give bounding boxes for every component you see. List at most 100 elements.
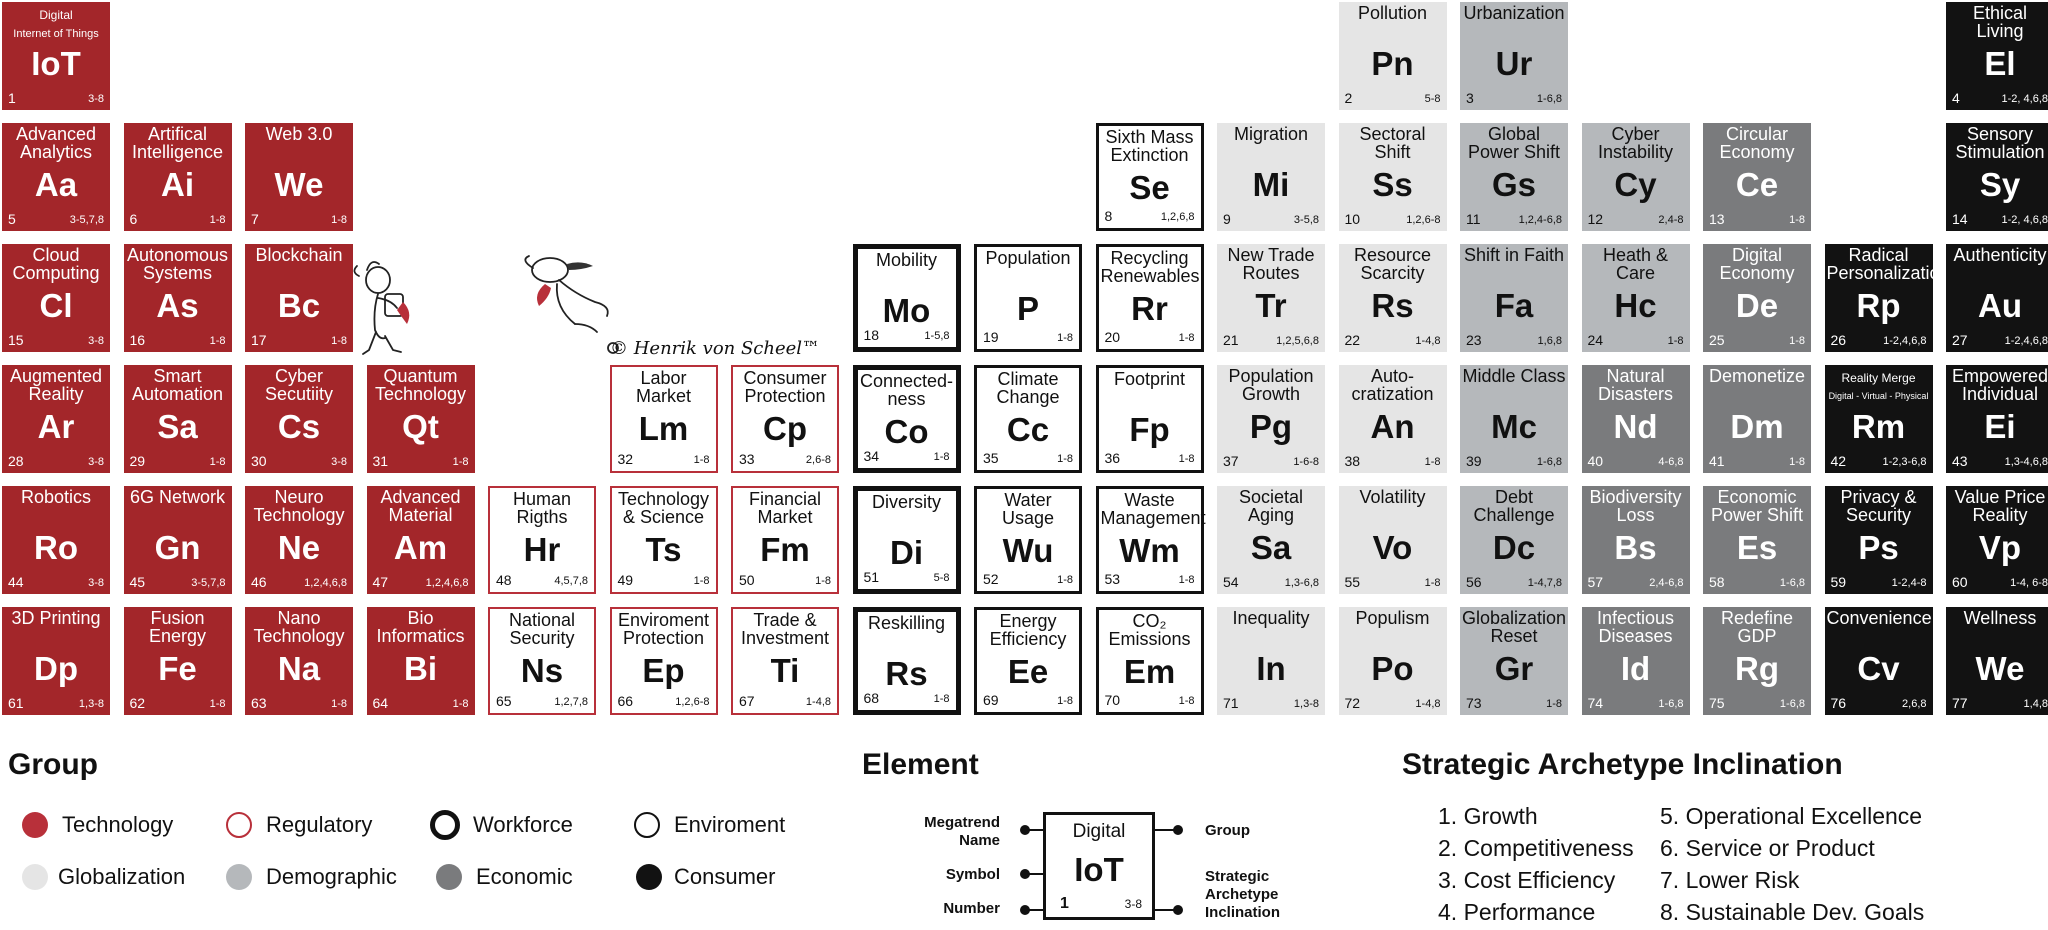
element-archetype-inclination: 1-8 <box>1178 332 1195 344</box>
element-number: 35 <box>983 450 999 466</box>
regulatory-swatch <box>226 812 252 838</box>
element-key-sample: Digital IoT 1 3-8 <box>1043 812 1155 920</box>
element-symbol: Ti <box>770 652 800 689</box>
element-archetype-inclination: 4-6,8 <box>1658 456 1684 468</box>
element-symbol: Ns <box>520 652 564 689</box>
element-symbol: Ps <box>1858 529 1899 566</box>
element-archetype-inclination: 3-8 <box>88 93 104 105</box>
element-archetype-inclination: 1-8 <box>1057 332 1073 344</box>
element-archetype-inclination: 1-6,8 <box>1536 456 1562 468</box>
element-name: Advanced Analytics <box>15 124 97 162</box>
element-archetype-inclination: 1-4,8 <box>1415 698 1441 710</box>
element-name: 6G Network <box>129 487 226 507</box>
element-name: Web 3.0 <box>265 124 333 144</box>
element-legend-title: Element <box>862 748 979 781</box>
element-name: Radical Personalization <box>1826 245 1950 283</box>
element-number: 61 <box>8 695 24 711</box>
element-archetype-inclination: 1-2,3-6,8 <box>1882 456 1927 468</box>
element-archetype-inclination: 1-6,8 <box>1658 698 1684 710</box>
element-symbol: Ss <box>1372 166 1413 203</box>
element-archetype-inclination: 1-4, 6-8 <box>2010 577 2048 589</box>
element-number: 18 <box>863 327 880 343</box>
element-number: 12 <box>1587 211 1604 227</box>
element-symbol: As <box>156 287 199 324</box>
element-number: 69 <box>983 692 999 708</box>
element-name: Shift in Faith <box>1463 245 1565 265</box>
archetype-4: 4. Performance <box>1438 899 1596 925</box>
element-archetype-inclination: 1-8 <box>693 575 710 587</box>
element-number: 42 <box>1830 453 1847 469</box>
element-name: Digital Economy <box>1719 245 1795 283</box>
element-symbol: Mo <box>882 292 931 329</box>
element-symbol: Pg <box>1249 408 1293 445</box>
element-archetype-inclination: 1-8 <box>452 698 469 710</box>
element-name: Authenticity <box>1953 245 2047 265</box>
element-number: 31 <box>372 453 389 469</box>
element-archetype-inclination: 2,6,8 <box>1902 698 1927 710</box>
element-name: Redefine GDP <box>1720 608 1794 646</box>
element-archetype-inclination: 3-8 <box>331 456 347 468</box>
element-number: 58 <box>1709 574 1725 590</box>
element-name: Sixth Mass Extinction <box>1105 127 1194 165</box>
archetype-3: 3. Cost Efficiency <box>1438 867 1616 893</box>
element-number: 24 <box>1587 332 1604 348</box>
element-number: 56 <box>1466 574 1482 590</box>
element-name: Auto- cratization <box>1351 366 1434 404</box>
element-symbol: Nd <box>1613 408 1658 445</box>
element-number: 66 <box>617 693 634 709</box>
element-symbol: Vo <box>1372 529 1413 566</box>
element-name: Globalization Reset <box>1462 608 1567 646</box>
element-name: Recycling Renewables <box>1100 248 1200 286</box>
element-number: 57 <box>1587 574 1604 590</box>
element-archetype-inclination: 1,2,4,6,8 <box>304 577 347 589</box>
element-archetype-inclination: 1-6,8 <box>1779 577 1805 589</box>
element-symbol: Ro <box>34 529 78 566</box>
element-symbol: Au <box>1978 287 2022 324</box>
element-name: Heath & Care <box>1602 245 1669 283</box>
element-name: Enviroment Protection <box>617 610 710 648</box>
element-symbol: El <box>1984 45 2016 82</box>
element-number: 25 <box>1709 332 1725 348</box>
element-archetype-inclination: 2,4-8 <box>1658 214 1684 226</box>
element-number: 1 <box>8 90 16 106</box>
element-archetype-inclination: 3-8 <box>88 335 104 347</box>
element-number: 41 <box>1709 453 1725 469</box>
element-archetype-inclination: 1-8 <box>1057 453 1073 465</box>
element-number: 60 <box>1952 574 1968 590</box>
element-symbol: Bi <box>404 650 437 687</box>
element-archetype-inclination: 1-8 <box>1424 456 1441 468</box>
element-number: 34 <box>863 448 880 464</box>
element-name: Urbanization <box>1463 3 1565 23</box>
globalization-swatch <box>22 864 48 890</box>
element-number: 45 <box>129 574 146 590</box>
element-archetype-inclination: 2,4-6,8 <box>1649 577 1684 589</box>
element-name: New Trade Routes <box>1227 245 1315 283</box>
element-number: 40 <box>1587 453 1604 469</box>
element-archetype-inclination: 1-8 <box>1667 335 1684 347</box>
element-number: 3 <box>1466 90 1474 106</box>
technology-swatch <box>22 812 48 838</box>
element-symbol: Dm <box>1730 408 1784 445</box>
element-name: Footprint <box>1113 369 1186 389</box>
element-symbol: Rm <box>1851 408 1906 445</box>
element-number: 33 <box>739 451 755 467</box>
element-symbol: Am <box>393 529 448 566</box>
legend-technology: Technology <box>62 812 174 837</box>
